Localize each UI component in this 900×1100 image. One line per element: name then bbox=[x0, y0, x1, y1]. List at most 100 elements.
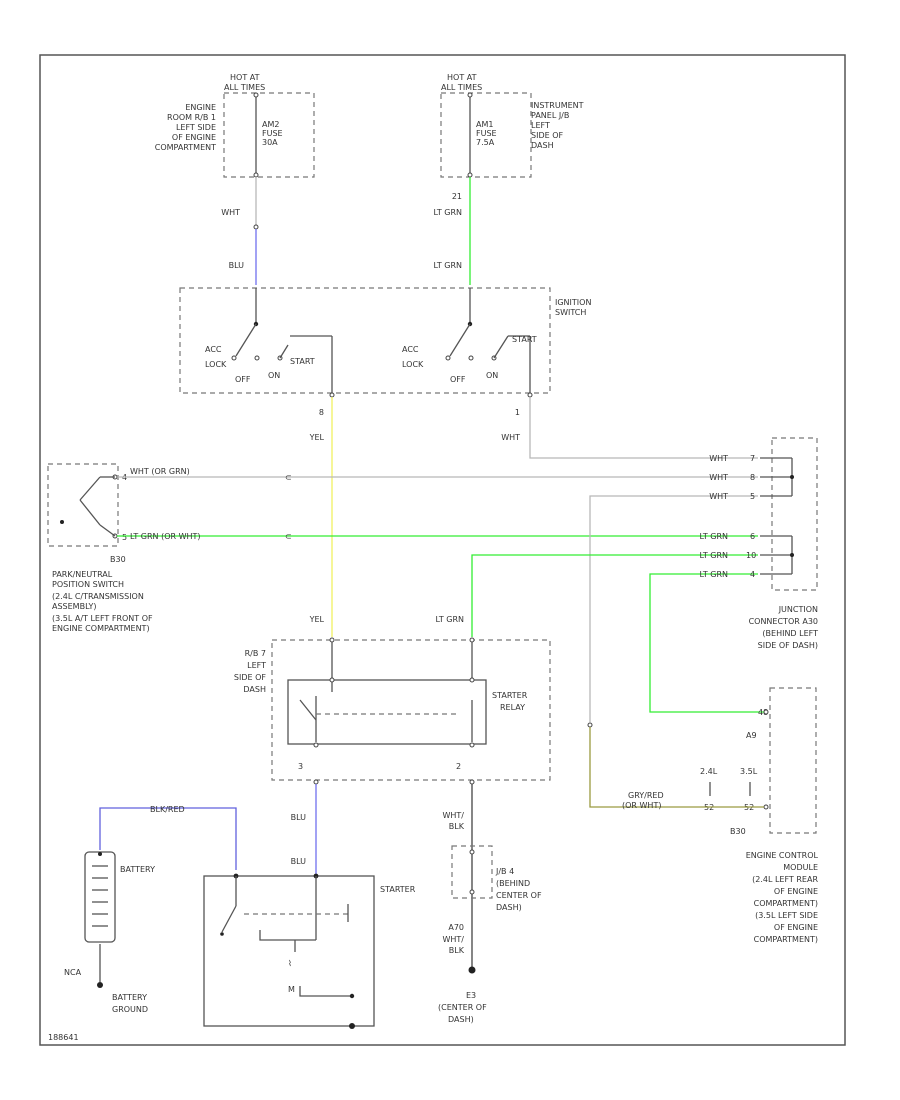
junction-row-1-pin: 7 bbox=[750, 454, 755, 463]
park-label-1: PARK/NEUTRAL bbox=[52, 570, 113, 579]
fuse-left-label-3: 30A bbox=[262, 138, 278, 147]
wire-label-ltgrn-mid: LT GRN bbox=[435, 615, 464, 624]
junction-row-2-pin: 8 bbox=[750, 473, 755, 482]
ecm-label-2: MODULE bbox=[783, 863, 818, 872]
diagram-border bbox=[39, 54, 846, 1046]
park-pin-bottom: 5 bbox=[122, 533, 127, 542]
relay-title-1: STARTER bbox=[492, 691, 528, 700]
wire-label-yel-top: YEL bbox=[309, 433, 325, 442]
relay-pin-3: 3 bbox=[298, 762, 303, 771]
wire-ltgrn-ecm bbox=[649, 573, 766, 713]
starter-title: STARTER bbox=[380, 885, 416, 894]
wire-label-pin-1: 1 bbox=[515, 408, 520, 417]
wire-blk-red-battery bbox=[99, 807, 237, 870]
relay-rb-3: SIDE OF bbox=[234, 673, 266, 682]
wire-label-pin-8: 8 bbox=[319, 408, 324, 417]
wire-label-blu-low1: BLU bbox=[291, 813, 307, 822]
wire-gry-red-ecm bbox=[589, 727, 764, 808]
ignition-title-1: IGNITION bbox=[555, 298, 591, 307]
junction-connector-group: WHT 7 WHT 8 WHT 5 LT GRN 6 LT GRN 10 LT … bbox=[699, 437, 818, 650]
wire-label-pin-21: 21 bbox=[452, 192, 462, 201]
battery-ground-2: GROUND bbox=[112, 1005, 148, 1014]
jb4-label-4: DASH) bbox=[496, 903, 522, 912]
ecm-label-8: COMPARTMENT) bbox=[754, 935, 818, 944]
junction-box bbox=[771, 437, 818, 591]
fuse-right-loc-3: LEFT bbox=[531, 121, 550, 130]
wire-label-blu-top: BLU bbox=[229, 261, 245, 270]
fuse-left-loc-3: LEFT SIDE bbox=[176, 123, 216, 132]
battery-neg: NCA bbox=[64, 968, 82, 977]
fuse-right-loc-5: DASH bbox=[531, 141, 554, 150]
ecm-sub2: 3.5L bbox=[740, 767, 758, 776]
jb4-box bbox=[451, 845, 493, 899]
junction-row-1-color: WHT bbox=[709, 454, 728, 463]
ign-left-on: ON bbox=[268, 371, 280, 380]
ground-e3-dot bbox=[468, 966, 476, 974]
svg-text:⊂: ⊂ bbox=[285, 532, 292, 541]
wire-label-blu-low2: BLU bbox=[291, 857, 307, 866]
starter-motor: M bbox=[288, 985, 295, 994]
park-switch-box bbox=[47, 463, 119, 547]
relay-rb-4: DASH bbox=[243, 685, 266, 694]
fuse-left-hot-1: HOT AT bbox=[230, 73, 260, 82]
fuse-right-loc-4: SIDE OF bbox=[531, 131, 563, 140]
junction-label-1: JUNCTION bbox=[778, 605, 818, 614]
starter-relay-group: YEL LT GRN R/B 7 LEFT SIDE OF DASH START… bbox=[234, 615, 551, 785]
ign-right-lock: LOCK bbox=[402, 360, 424, 369]
ecm-label-6: (3.5L LEFT SIDE bbox=[755, 911, 818, 920]
wire-label-wht-blk-mid-2: BLK bbox=[449, 822, 465, 831]
wire-label-wht-top: WHT bbox=[221, 208, 240, 217]
fuse-am2-group: HOT AT ALL TIMES AM2 FUSE 30A ENGINE ROO… bbox=[155, 73, 315, 178]
starter-group: STARTER ⌇ M bbox=[203, 873, 416, 1029]
fuse-right-hot-2: ALL TIMES bbox=[441, 83, 482, 92]
fuse-left-label-2: FUSE bbox=[262, 129, 283, 138]
svg-text:⊂: ⊂ bbox=[285, 473, 292, 482]
wire-label-wht-right: WHT bbox=[501, 433, 520, 442]
fuse-left-box bbox=[223, 92, 315, 178]
battery-ground-1: BATTERY bbox=[112, 993, 147, 1002]
fuse-right-hot-1: HOT AT bbox=[447, 73, 477, 82]
ign-right-acc: ACC bbox=[402, 345, 419, 354]
relay-title-2: RELAY bbox=[500, 703, 525, 712]
fuse-right-loc-2: PANEL J/B bbox=[531, 111, 569, 120]
ecm-label-1: ENGINE CONTROL bbox=[746, 851, 819, 860]
wire-wht-ign-junction bbox=[529, 397, 758, 459]
ign-right-off: OFF bbox=[450, 375, 466, 384]
relay-body bbox=[287, 679, 487, 745]
fuse-right-label-2: FUSE bbox=[476, 129, 497, 138]
junction-row-3-pin: 5 bbox=[750, 492, 755, 501]
wire-label-wht-blk-low-2: BLK bbox=[449, 946, 465, 955]
park-label-5: (3.5L A/T LEFT FRONT OF bbox=[52, 614, 153, 623]
wire-ltgrn-relay bbox=[471, 554, 758, 637]
junction-label-3: (BEHIND LEFT bbox=[762, 629, 818, 638]
park-label-3: (2.4L C/TRANSMISSION bbox=[52, 592, 144, 601]
fuse-right-box bbox=[440, 92, 532, 178]
fuse-right-label-1: AM1 bbox=[476, 120, 493, 129]
fuse-am1-group: HOT AT ALL TIMES AM1 FUSE 7.5A INSTRUMEN… bbox=[440, 73, 584, 178]
ground-e3-name: E3 bbox=[466, 991, 476, 1000]
jb4-label-2: (BEHIND bbox=[496, 879, 530, 888]
ign-right-start: START bbox=[512, 335, 537, 344]
wire-label-ltgrn-top: LT GRN bbox=[433, 208, 462, 217]
park-label-2: POSITION SWITCH bbox=[52, 580, 124, 589]
wire-label-wht-blk-mid-1: WHT/ bbox=[442, 811, 464, 820]
ecm-box bbox=[769, 687, 817, 834]
ecm-connector-bottom: B30 bbox=[730, 827, 746, 836]
relay-rb-2: LEFT bbox=[247, 661, 266, 670]
ecm-pin-top: 48 bbox=[758, 708, 768, 717]
park-label-6: ENGINE COMPARTMENT) bbox=[52, 624, 150, 633]
jb4-pin: A70 bbox=[448, 923, 464, 932]
ignition-switch-group: IGNITION SWITCH ACC LOCK OFF ON START AC… bbox=[179, 287, 591, 394]
wire-label-gry-red-1: GRY/RED bbox=[628, 791, 664, 800]
ecm-group: 48 A9 2.4L 3.5L 52 52 B30 ENGINE CONTROL… bbox=[700, 687, 819, 944]
fuse-left-loc-1: ENGINE bbox=[185, 103, 216, 112]
battery-group: BLK/RED BATTERY NCA BATTERY GROUND bbox=[64, 805, 237, 1014]
jb4-group: J/B 4 (BEHIND CENTER OF DASH) A70 WHT/ B… bbox=[442, 845, 542, 955]
ecm-label-3: (2.4L LEFT REAR bbox=[752, 875, 818, 884]
ign-left-start: START bbox=[290, 357, 315, 366]
ignition-title-2: SWITCH bbox=[555, 308, 586, 317]
wire-label-ltgrn-top2: LT GRN bbox=[433, 261, 462, 270]
ecm-label-7: OF ENGINE bbox=[774, 923, 818, 932]
ign-left-off: OFF bbox=[235, 375, 251, 384]
junction-label-4: SIDE OF DASH) bbox=[758, 641, 818, 650]
